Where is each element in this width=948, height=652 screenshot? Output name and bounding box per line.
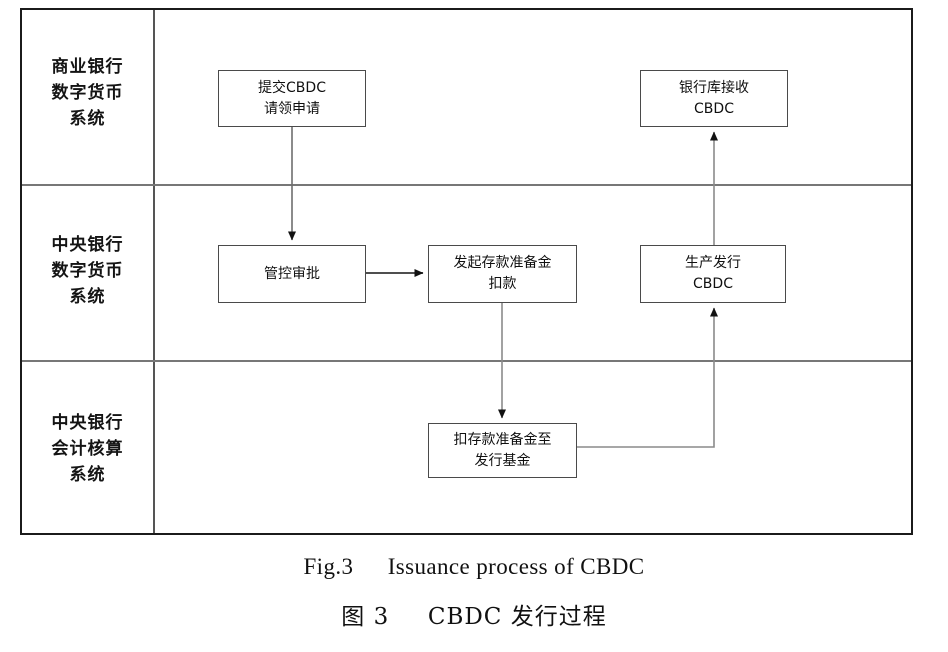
lane-label-line: 系统 [69,465,106,485]
node-produce-issue-cbdc[interactable]: 生产发行 CBDC [640,245,786,303]
node-bank-vault-receives-cbdc[interactable]: 银行库接收 CBDC [640,70,788,127]
node-deduct-reserve-to-issuance-fund[interactable]: 扣存款准备金至 发行基金 [428,423,577,478]
node-text-line: 请领申请 [264,100,320,117]
node-text-line: 生产发行 [685,255,741,271]
lane-label-column-divider [153,10,155,533]
lane-label-central-bank-accounting: 中央银行 会计核算 系统 [22,410,153,488]
lane-divider-2 [22,360,911,362]
caption-zh-text: CBDC 发行过程 [427,604,607,630]
node-initiate-reserve-deduction[interactable]: 发起存款准备金 扣款 [428,245,577,303]
lane-divider-1 [22,184,911,186]
figure-caption-english: Fig.3 Issuance process of CBDC [0,554,948,580]
lane-label-central-bank-digital-currency: 中央银行 数字货币 系统 [22,232,153,310]
node-text-line: 扣款 [488,276,517,292]
lane-label-line: 数字货币 [51,83,124,103]
node-text-line: 扣存款准备金至 [453,431,552,448]
lane-label-commercial-bank: 商业银行 数字货币 系统 [22,54,153,132]
node-text-line: 发起存款准备金 [453,255,552,271]
caption-en-text: Issuance process of CBDC [387,554,645,579]
lane-label-line: 系统 [69,287,106,307]
lane-label-line: 中央银行 [51,413,124,433]
lane-label-line: 中央银行 [51,235,124,255]
lane-label-line: 商业银行 [51,57,124,77]
figure-caption-chinese: 图 3 CBDC 发行过程 [0,597,948,631]
lane-label-line: 数字货币 [51,261,124,281]
lane-label-line: 系统 [69,109,106,129]
node-text-line: 发行基金 [474,452,531,469]
node-text-line: CBDC [694,100,734,117]
caption-en-label: Fig.3 [303,554,354,579]
lane-label-line: 会计核算 [51,439,124,459]
node-control-approval[interactable]: 管控审批 [218,245,366,303]
node-text-line: 提交CBDC [258,79,326,96]
node-text-line: 银行库接收 [679,79,749,96]
node-submit-cbdc-request[interactable]: 提交CBDC 请领申请 [218,70,366,127]
caption-zh-label: 图 3 [341,604,390,630]
node-text-line: 管控审批 [264,265,320,282]
node-text-line: CBDC [693,276,733,292]
